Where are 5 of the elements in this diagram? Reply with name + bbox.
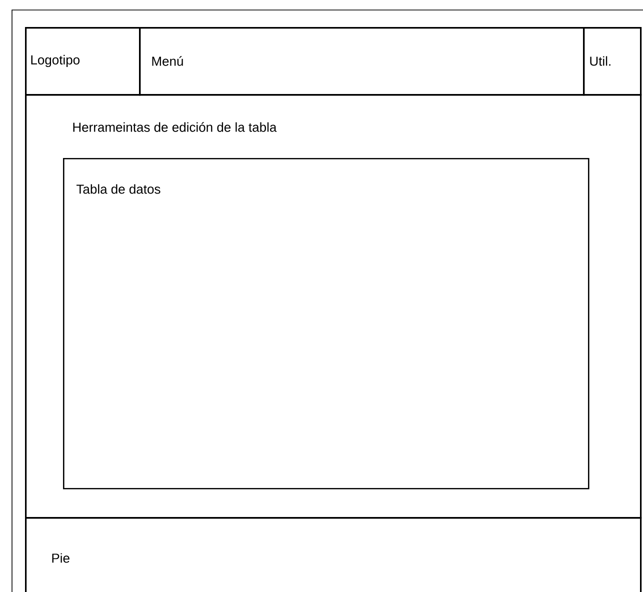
footer-bar: Pie [25, 517, 642, 592]
data-table-box: Tabla de datos [63, 158, 590, 490]
menu-bar: Menú [139, 27, 585, 96]
utility-cell: Util. [583, 27, 642, 96]
placeholder-cell: Logotipo [25, 27, 141, 96]
